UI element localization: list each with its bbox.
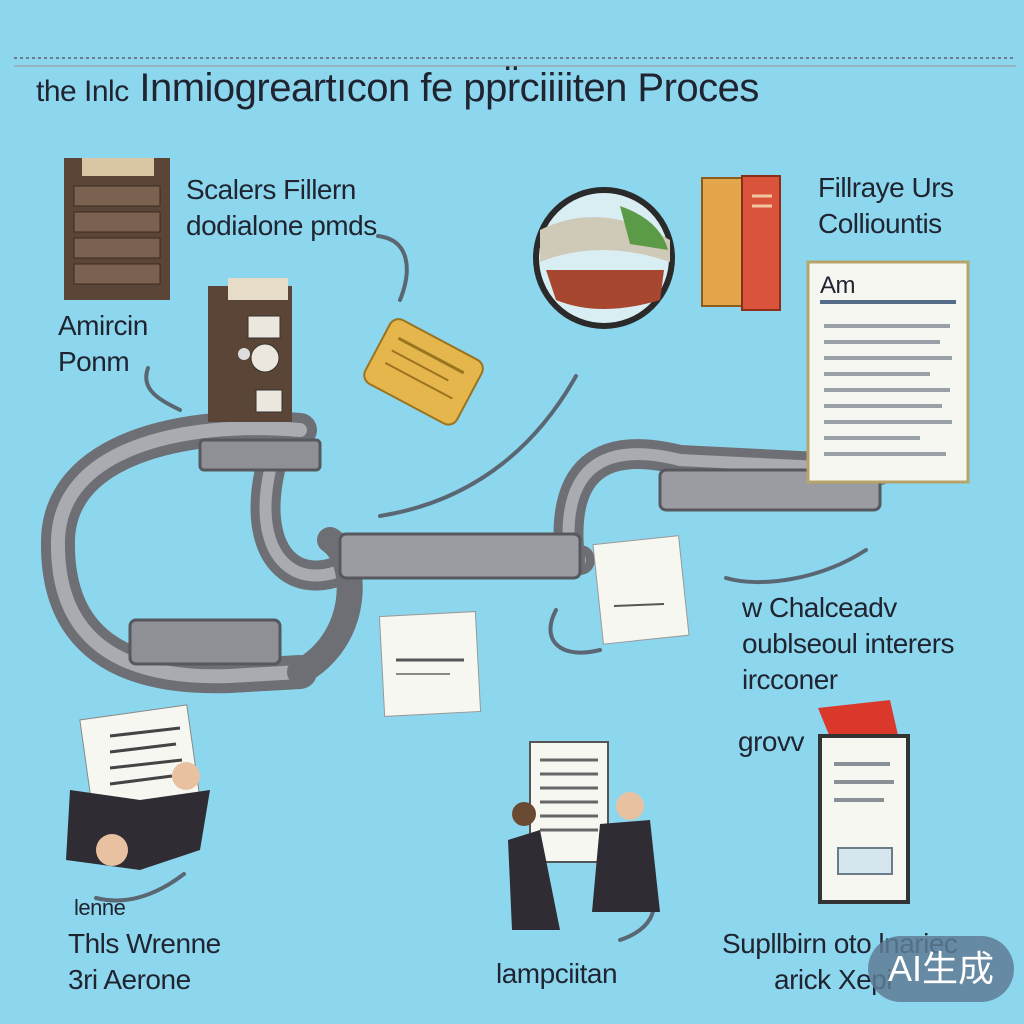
label-line: Fillraye Urs [818, 172, 954, 203]
globe-icon [533, 187, 675, 329]
title-main: Inmiogreartıcon fe ppr̈ciiiiten Proces [139, 66, 759, 110]
label-top-right: Fillraye Urs Colliountis [818, 170, 954, 242]
title-prefix: the Inlc [36, 75, 129, 108]
label-bottom-left: Thls Wrenne 3ri Aerone [68, 926, 221, 998]
book-icon [701, 175, 781, 311]
conveyor-platforms [128, 438, 882, 666]
label-line: ircconer [742, 664, 838, 695]
label-line: 3ri Aerone [68, 964, 191, 995]
top-rule [14, 57, 1016, 67]
label-bottom-center: lampciitan [496, 958, 618, 989]
label-line: oublseoul interers [742, 628, 955, 659]
filing-cabinet-icon [64, 158, 170, 300]
label-line: w Chalceadv [742, 592, 897, 623]
ai-generated-badge: AI生成 [868, 936, 1014, 1002]
label-line: Ponm [58, 346, 130, 377]
label-line: dodialone pmds [186, 210, 377, 241]
applicant-person-icon [66, 704, 210, 870]
application-form-icon [806, 260, 970, 484]
officer-person-icon [508, 741, 660, 930]
paper-stack-icon [378, 535, 690, 717]
label-line: Colliountis [818, 208, 942, 239]
label-line: Scalers Fillern [186, 174, 356, 205]
label-right-mid: w Chalceadv oublseoul interers ircconer [742, 590, 955, 698]
approval-clipboard-icon [818, 700, 910, 904]
connector-arrows [94, 234, 868, 942]
form-header: Am [820, 272, 856, 299]
label-top-left: Scalers Fillern dodialone pmds [186, 172, 377, 244]
label-bottom-left-small: lenne [74, 895, 126, 920]
page-title: the Inlc Inmiogreartıcon fe ppr̈ciiiiten… [36, 66, 759, 111]
processing-machine-icon [208, 278, 292, 422]
label-left-mid: Amircin Ponm [58, 308, 148, 380]
label-line: Thls Wrenne [68, 928, 221, 959]
passport-card-icon [363, 318, 484, 426]
label-line: Amircin [58, 310, 148, 341]
label-right-low: grovv [738, 726, 804, 757]
